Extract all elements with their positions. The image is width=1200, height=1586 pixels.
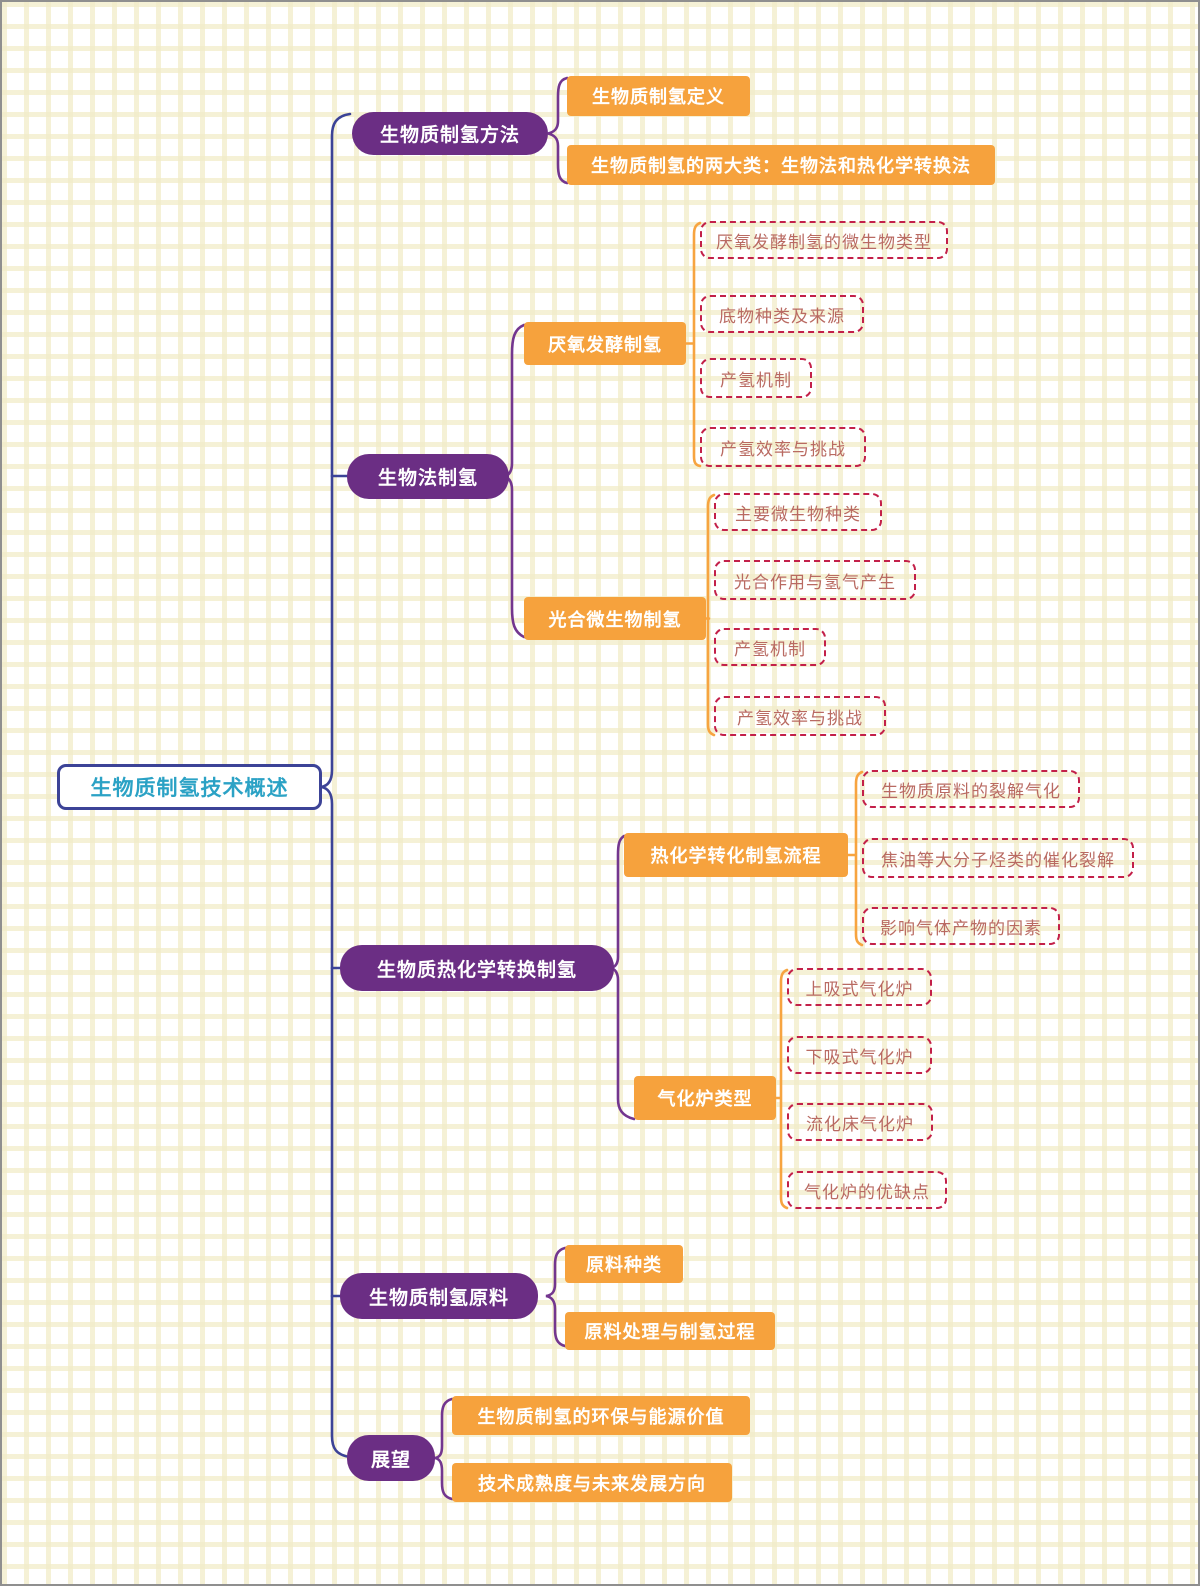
leaf-downdraft-gasifier[interactable]: 下吸式气化炉 — [787, 1036, 932, 1074]
bracket-gasifier — [774, 968, 789, 1210]
leaf-anaerobic-microbe-types[interactable]: 厌氧发酵制氢的微生物类型 — [700, 221, 948, 259]
spine-connector — [320, 112, 352, 1459]
leaf-gas-product-factors[interactable]: 影响气体产物的因素 — [862, 907, 1060, 945]
topic-photosynthetic-microbe[interactable]: 光合微生物制氢 — [524, 597, 706, 640]
topic-feedstock-types[interactable]: 原料种类 — [565, 1245, 683, 1283]
leaf-updraft-gasifier[interactable]: 上吸式气化炉 — [787, 968, 932, 1006]
topic-gasifier-types[interactable]: 气化炉类型 — [634, 1076, 776, 1120]
brace-branch3 — [610, 834, 636, 1121]
leaf-pyrolysis-gasification[interactable]: 生物质原料的裂解气化 — [862, 770, 1080, 808]
root-topic[interactable]: 生物质制氢技术概述 — [57, 764, 322, 810]
leaf-anaerobic-h2-mechanism[interactable]: 产氢机制 — [700, 358, 812, 398]
leaf-photo-efficiency[interactable]: 产氢效率与挑战 — [714, 696, 886, 736]
brace-branch4 — [545, 1246, 567, 1348]
leaf-photosynthesis-h2[interactable]: 光合作用与氢气产生 — [714, 560, 916, 600]
leaf-anaerobic-efficiency[interactable]: 产氢效率与挑战 — [700, 427, 866, 467]
branch-thermochemical[interactable]: 生物质热化学转换制氢 — [340, 945, 614, 991]
topic-anaerobic-fermentation[interactable]: 厌氧发酵制氢 — [524, 322, 686, 365]
leaf-fluidized-bed-gasifier[interactable]: 流化床气化炉 — [787, 1103, 933, 1141]
leaf-tar-catalytic-cracking[interactable]: 焦油等大分子烃类的催化裂解 — [862, 838, 1134, 878]
leaf-gasifier-pros-cons[interactable]: 气化炉的优缺点 — [787, 1171, 947, 1209]
branch-feedstock[interactable]: 生物质制氢原料 — [340, 1273, 538, 1319]
leaf-substrate-sources[interactable]: 底物种类及来源 — [700, 295, 864, 333]
topic-two-categories[interactable]: 生物质制氢的两大类：生物法和热化学转换法 — [567, 145, 995, 185]
leaf-main-microbe-species[interactable]: 主要微生物种类 — [714, 493, 882, 531]
brace-branch5 — [434, 1397, 454, 1501]
topic-feedstock-processing[interactable]: 原料处理与制氢过程 — [565, 1312, 775, 1350]
leaf-photo-h2-mechanism[interactable]: 产氢机制 — [714, 628, 826, 666]
topic-environment-energy-value[interactable]: 生物质制氢的环保与能源价值 — [452, 1396, 750, 1435]
branch-methods[interactable]: 生物质制氢方法 — [352, 112, 548, 155]
topic-thermochemical-process[interactable]: 热化学转化制氢流程 — [624, 833, 848, 877]
brace-branch1 — [547, 76, 569, 185]
bracket-photosynthetic — [704, 493, 716, 737]
topic-definition[interactable]: 生物质制氢定义 — [567, 76, 750, 116]
branch-outlook[interactable]: 展望 — [347, 1435, 435, 1481]
branch-biological[interactable]: 生物法制氢 — [347, 454, 509, 499]
bracket-anaerobic — [684, 221, 702, 468]
topic-maturity-future[interactable]: 技术成熟度与未来发展方向 — [452, 1463, 732, 1502]
bracket-thermoprocess — [846, 770, 864, 947]
